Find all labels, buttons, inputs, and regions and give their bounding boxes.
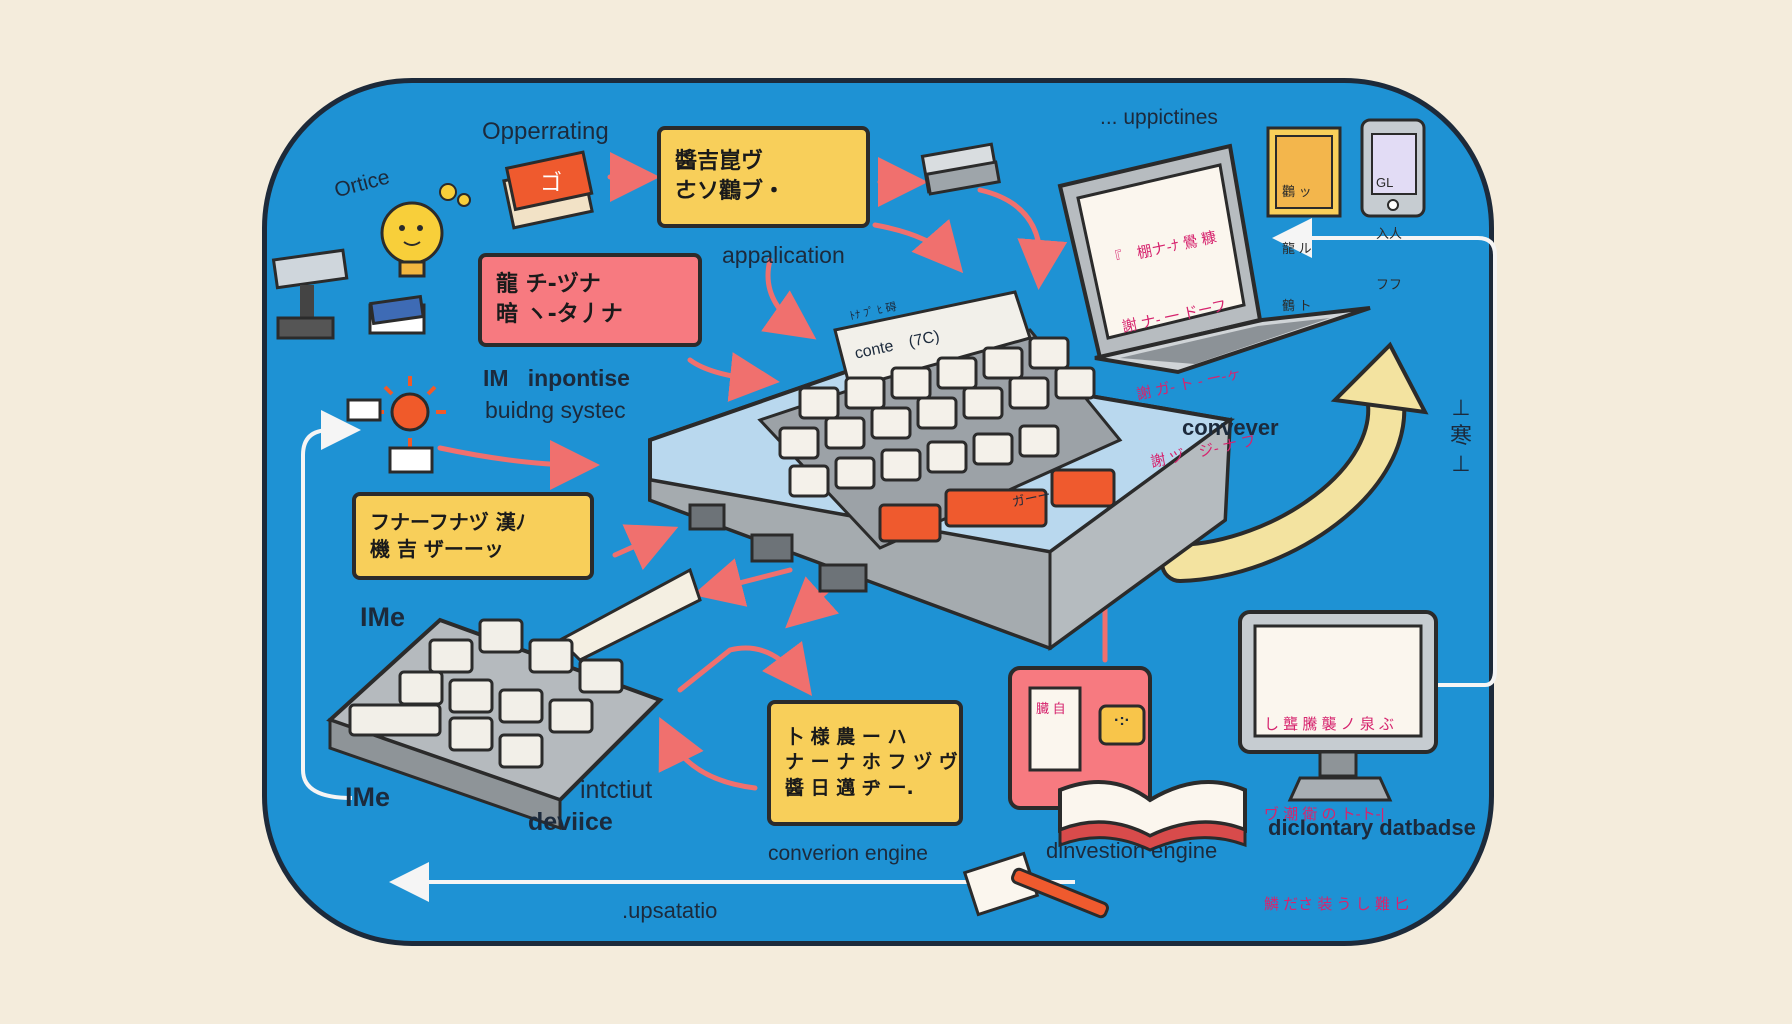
label-operating: Opperrating — [482, 118, 609, 145]
top-yellow-box: 醬吉崑ヴ ㄜソ鸛ブ・ — [657, 126, 870, 228]
book-cover-line: 鶴 ト — [1282, 298, 1312, 313]
chip-icon — [920, 142, 1001, 196]
monitor-stand-icon — [271, 248, 349, 340]
left-yellow-box: フナーフナヅ 漢ﾉ 機 吉 ザーーッ — [352, 492, 594, 580]
label-dictionary-database: dicIontary datbadse — [1268, 815, 1476, 840]
input-keyboard-icon — [326, 617, 664, 831]
label-conveyer: convever — [1182, 415, 1279, 440]
book-cover-text: 鸛 ッ 龍 ル 鶴 ト — [1282, 144, 1312, 353]
laptop-screen-line: 謝 ガ- ト - ー-ヶ — [1134, 364, 1243, 404]
curved-arrow-icon — [1160, 341, 1429, 583]
book-cover-line: 龍 ル — [1282, 241, 1312, 256]
phone-screen-line: フフ — [1376, 277, 1403, 292]
lightbulb-icon — [380, 183, 471, 278]
monitor-screen-line: ヷ 潮 衛 の ト-ト-| — [1264, 806, 1385, 823]
book-stack-icon — [368, 294, 426, 335]
left-pink-box-line: 龍 チ-ヅナ — [496, 272, 601, 298]
cable — [557, 567, 702, 662]
orange-book-icon: ゴ — [502, 150, 594, 230]
dictionary-card-text: 臓 自 — [1036, 701, 1066, 716]
top-yellow-box-line: 醬吉崑ヴ — [675, 149, 764, 175]
label-uppictines: ... uppictines — [1100, 106, 1218, 129]
laptop-icon — [1057, 143, 1371, 375]
phone-screen-text: GL 入人 フフ — [1376, 140, 1402, 327]
phone-screen-line: 入人 — [1376, 226, 1403, 241]
white-loop-arrows — [301, 218, 1497, 902]
bottom-yellow-box-line: 醬 日 邁 ヂ ー. — [785, 776, 914, 799]
monitor-screen-text: し 聾 騰 襲 ノ 泉 ぶ ヷ 潮 衛 の ト-ト-| 鱗 ださ 装 う し 難… — [1264, 650, 1409, 980]
keyboard-keys — [757, 290, 1123, 550]
sun-character-icon — [346, 376, 446, 474]
label-ime-upper: IMe — [360, 602, 406, 632]
left-pink-box: 龍 チ-ヅナ 暗 ヽ-タ丿ナ — [478, 253, 702, 347]
red-book-icon — [1266, 126, 1342, 218]
phone-icon — [1360, 118, 1426, 218]
label-side-mark: ⊥ 寒 ⊥ — [1450, 395, 1473, 476]
label-application: appalication — [722, 242, 845, 268]
label-upsatatio: .upsatatio — [622, 898, 718, 923]
bottom-yellow-box-line: ナ ー ナ ホ フ ヅ ヴ — [785, 751, 958, 774]
book-cover-line: 鸛 ッ — [1282, 184, 1312, 199]
left-pink-box-line: 暗 ヽ-タ丿ナ — [496, 302, 623, 327]
laptop-screen-line: 『 棚ナ-ﾅ 鷽 糠 — [1106, 228, 1219, 269]
speech-bubble-text: ·:· — [1114, 712, 1130, 729]
top-yellow-box-line: ㄜソ鸛ブ・ — [675, 179, 786, 204]
label-conversion-engine: converion engine — [768, 842, 928, 865]
bottom-yellow-box-line: 卜 様 農 ー ハ — [785, 725, 907, 748]
monitor-icon — [1238, 610, 1438, 802]
label-buidng-system: buidng systec — [485, 397, 626, 423]
label-input-device-line2: deviice — [528, 808, 613, 836]
label-dinvestion-engine: dinvestion engine — [1046, 838, 1218, 863]
svg-text:ゴ: ゴ — [540, 171, 562, 196]
left-yellow-box-line: 機 吉 ザーーッ — [370, 537, 504, 561]
bottom-yellow-box: 卜 様 農 ー ハ ナ ー ナ ホ フ ヅ ヴ 醬 日 邁 ヂ ー. — [767, 700, 963, 826]
label-input-device-line1: intctiut — [580, 776, 653, 804]
label-ime-lower: IMe — [345, 782, 391, 812]
left-yellow-box-line: フナーフナヅ 漢ﾉ — [370, 510, 526, 534]
monitor-screen-line: し 聾 騰 襲 ノ 泉 ぶ — [1264, 716, 1395, 733]
dictionary-book-icon — [1008, 666, 1247, 852]
monitor-screen-line: 鱗 ださ 装 う し 難 匕 — [1264, 896, 1410, 913]
laptop-screen-line: 謝 ナ- 一 ドーフ — [1120, 297, 1229, 337]
phone-screen-line: GL — [1376, 175, 1394, 190]
notepad-pen-icon — [962, 851, 1109, 919]
label-im-inpontise: IM inpontise — [483, 365, 630, 391]
